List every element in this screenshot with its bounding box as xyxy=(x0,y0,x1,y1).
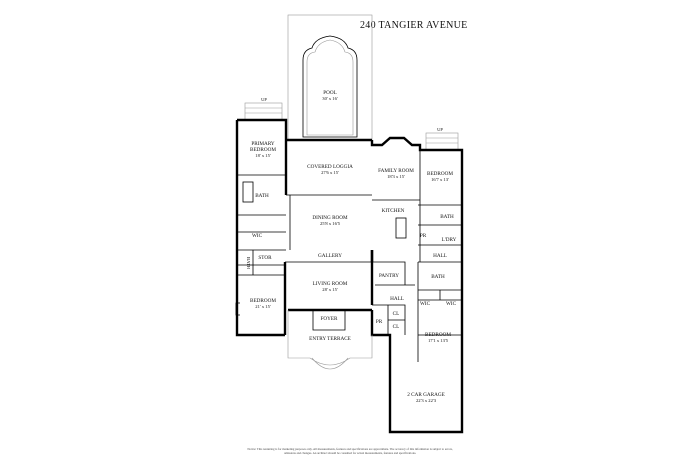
wic-e2-label: WIC xyxy=(446,301,457,307)
bathtub xyxy=(242,181,254,203)
pr-ne-label: PR xyxy=(420,233,427,239)
exterior-walls xyxy=(235,118,464,434)
room-labels: POOL 30' x 16' UP UP PRIMARY BEDROOM 18'… xyxy=(246,90,457,403)
cl1-label: CL xyxy=(393,311,400,317)
bath-e-label: BATH xyxy=(431,274,445,280)
bedroom-ne-label: BEDROOM xyxy=(427,171,453,177)
pr-mid-label: PR xyxy=(376,319,383,325)
stairs-bedroom xyxy=(425,132,459,151)
kitchen-label: KITCHEN xyxy=(382,208,405,214)
wic-e1-label: WIC xyxy=(420,301,431,307)
bath-ne-label: BATH xyxy=(440,214,454,220)
property-title: 240 TANGIER AVENUE xyxy=(360,20,468,31)
pantry-label: PANTRY xyxy=(379,273,399,279)
dining-room-label: DINING ROOM xyxy=(312,215,348,221)
disclaimer-notice: Notice: This rendering is for marketing … xyxy=(247,447,453,455)
hall-ne-label: HALL xyxy=(433,253,447,259)
bath-primary-label: BATH xyxy=(255,193,269,199)
bedroom-w-label: BEDROOM xyxy=(250,298,276,304)
living-room-size: 28' x 15' xyxy=(322,287,338,292)
bath-small-label: BATH xyxy=(246,257,251,270)
stairs-up-label: UP xyxy=(261,97,267,102)
bedroom-se-size: 17'1 x 13'5 xyxy=(428,338,449,343)
bedroom-se-label: BEDROOM xyxy=(425,332,451,338)
laundry-label: L'DRY xyxy=(442,237,457,243)
gallery-label: GALLERY xyxy=(318,253,342,259)
primary-bedroom-size: 18' x 15' xyxy=(255,153,271,158)
garage-label: 2 CAR GARAGE xyxy=(407,392,444,398)
stairs-primary xyxy=(244,102,283,121)
stor-label: STOR xyxy=(258,255,272,261)
interior-walls xyxy=(235,150,462,370)
kitchen-island xyxy=(395,217,407,239)
primary-bedroom-label2: BEDROOM xyxy=(250,147,276,153)
pool-area xyxy=(287,14,373,141)
foyer-label: FOYER xyxy=(320,316,338,322)
primary-bedroom-label: PRIMARY xyxy=(251,141,275,147)
pool-label: POOL xyxy=(323,90,337,96)
living-room-label: LIVING ROOM xyxy=(313,281,348,287)
family-room-size: 18'3 x 15' xyxy=(387,174,405,179)
wic-primary-label: WIC xyxy=(252,233,263,239)
hall-mid-label: HALL xyxy=(390,296,404,302)
pool-size: 30' x 16' xyxy=(322,96,338,101)
bedroom-ne-size: 16'7 x 13' xyxy=(431,177,449,182)
bedroom-w-size: 21' x 15' xyxy=(255,304,271,309)
fireplace xyxy=(235,302,240,316)
dining-room-size: 25'8 x 16'5 xyxy=(320,221,341,226)
entry-terrace-label: ENTRY TERRACE xyxy=(309,336,351,342)
stairs-up-label: UP xyxy=(437,127,443,132)
cl2-label: CL xyxy=(393,324,400,330)
family-room-label: FAMILY ROOM xyxy=(378,168,414,174)
covered-loggia-size: 27'6 x 15' xyxy=(321,170,339,175)
covered-loggia-label: COVERED LOGGIA xyxy=(307,164,353,170)
garage-size: 22'3 x 22'3 xyxy=(416,398,437,403)
